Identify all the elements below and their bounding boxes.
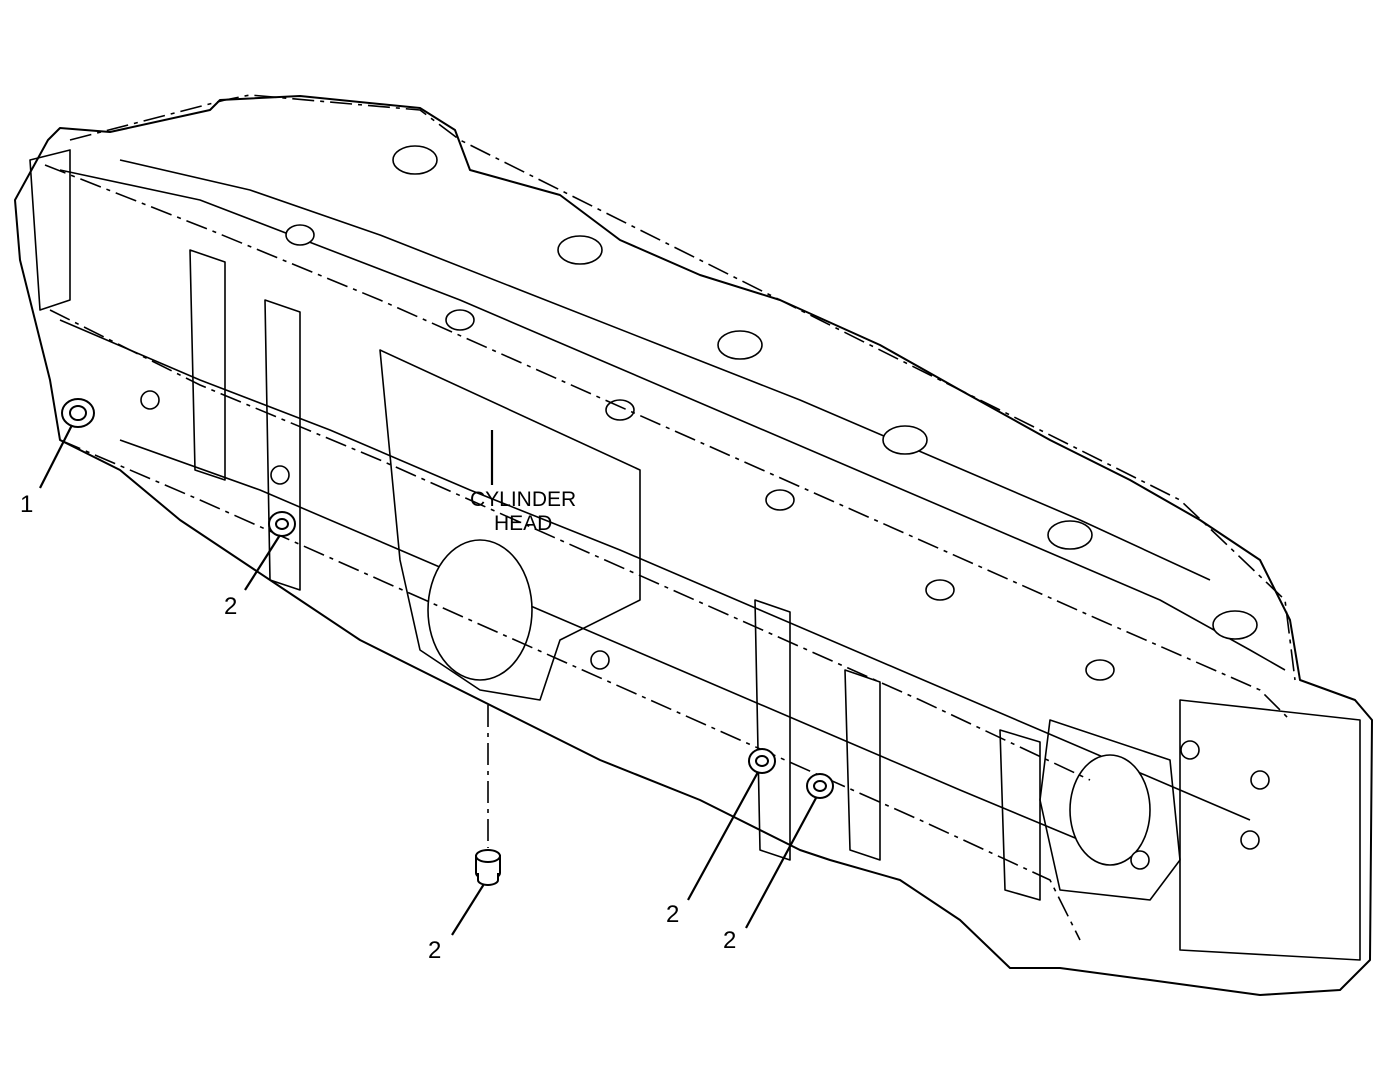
cylinder-head-body <box>14 95 1373 996</box>
plug-1 <box>61 398 95 428</box>
leader-line-2b <box>687 771 759 901</box>
callout-number-2b: 2 <box>666 901 679 928</box>
leader-line-2d <box>451 883 485 936</box>
plug-2d-exploded <box>475 849 501 886</box>
plug-2c <box>806 773 834 799</box>
phantom-outline <box>44 94 1296 941</box>
callout-number-2a: 2 <box>224 593 237 620</box>
plug-2a <box>268 511 296 537</box>
plug-2b <box>748 748 776 774</box>
callout-number-1: 1 <box>20 491 33 518</box>
callout-number-2c: 2 <box>723 927 736 954</box>
leader-line-2c <box>745 797 817 929</box>
leader-line-1 <box>39 424 73 489</box>
component-label-line2: HEAD <box>494 512 552 535</box>
leader-line-2a <box>244 534 281 591</box>
callout-number-2d: 2 <box>428 937 441 964</box>
component-label-line1: CYLINDER <box>470 488 576 511</box>
